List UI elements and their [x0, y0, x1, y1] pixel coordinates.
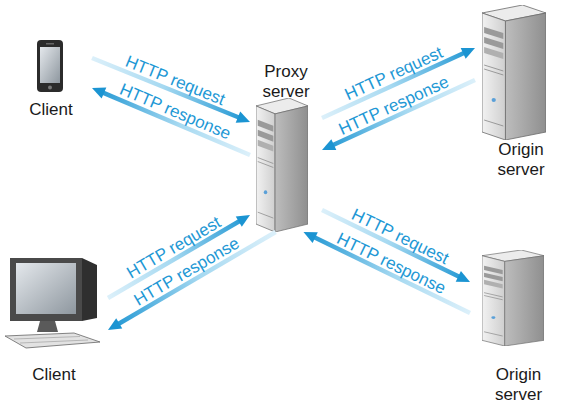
node-box: Client — [0, 250, 108, 385]
arrow-head — [456, 271, 470, 282]
node-label: Proxy server — [254, 62, 318, 102]
arrow-line — [99, 91, 250, 155]
arrow-line — [115, 232, 276, 326]
http-arrow — [92, 88, 250, 155]
phone-icon — [37, 40, 63, 92]
server-icon — [482, 250, 544, 346]
node-label: Client — [29, 100, 72, 120]
node-label: Origin server — [489, 140, 553, 180]
node-label: Origin server — [487, 365, 551, 405]
arrow-head — [236, 215, 250, 227]
node-box: Origin server — [470, 245, 567, 405]
node-box: Client — [10, 35, 92, 120]
arrow-head — [304, 232, 318, 243]
node-box: Proxy server — [250, 62, 322, 232]
node-box: Origin server — [475, 2, 567, 180]
arrow-head — [461, 48, 475, 59]
arrow-head — [322, 139, 336, 150]
arrow-head — [236, 112, 250, 123]
arrow-head — [108, 318, 122, 330]
arrow-line — [311, 235, 470, 313]
server-icon — [482, 5, 546, 140]
node-label: Client — [32, 365, 75, 385]
arrow-head — [92, 88, 106, 99]
server-icon — [256, 98, 308, 232]
http-arrow — [304, 232, 471, 313]
desktop-icon — [5, 258, 100, 348]
